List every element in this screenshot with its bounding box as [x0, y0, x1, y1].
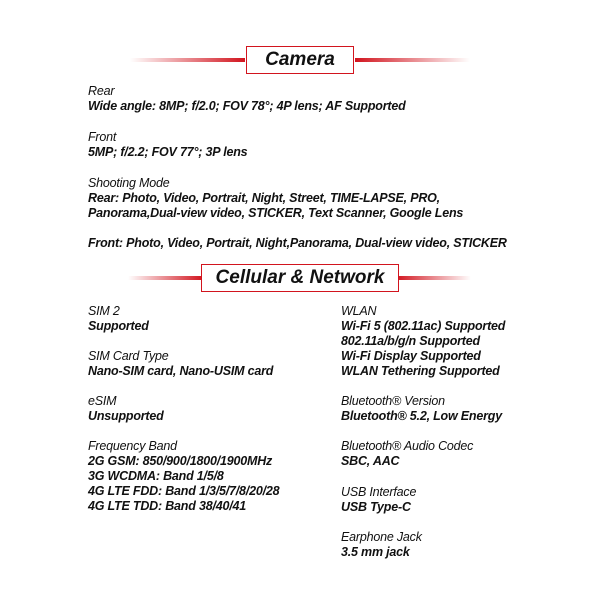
network-wlan-value-1: Wi-Fi 5 (802.11ac) Supported — [341, 319, 506, 333]
camera-shooting-front: Front: Photo, Video, Portrait, Night,Pan… — [88, 236, 507, 250]
network-header-rule-left — [128, 276, 203, 280]
network-frequency-block: Frequency Band 2G GSM: 850/900/1800/1900… — [88, 439, 280, 514]
network-bt-version-title: Bluetooth® Version — [341, 394, 445, 408]
network-usb-value: USB Type-C — [341, 500, 411, 514]
camera-shooting-title: Shooting Mode — [88, 176, 170, 190]
network-bt-version-value: Bluetooth® 5.2, Low Energy — [341, 409, 502, 423]
network-wlan-title: WLAN — [341, 304, 377, 318]
camera-section-header: Camera — [0, 44, 600, 76]
network-bt-codec-block: Bluetooth® Audio Codec SBC, AAC — [341, 439, 473, 469]
network-wlan-block: WLAN Wi-Fi 5 (802.11ac) Supported 802.11… — [341, 304, 505, 379]
network-header-rule-right — [396, 276, 471, 280]
camera-rear-title: Rear — [88, 84, 115, 98]
network-sim-type-block: SIM Card Type Nano-SIM card, Nano-USIM c… — [88, 349, 273, 379]
camera-shooting-block: Shooting Mode Rear: Photo, Video, Portra… — [88, 176, 463, 221]
camera-front-block: Front 5MP; f/2.2; FOV 77°; 3P lens — [88, 130, 248, 160]
camera-shooting-rear-line-1: Rear: Photo, Video, Portrait, Night, Str… — [88, 191, 440, 205]
network-bt-version-block: Bluetooth® Version Bluetooth® 5.2, Low E… — [341, 394, 502, 424]
camera-shooting-front-block: Front: Photo, Video, Portrait, Night,Pan… — [88, 236, 507, 251]
network-earphone-title: Earphone Jack — [341, 530, 422, 544]
camera-header-rule-right — [355, 58, 470, 62]
camera-shooting-rear-line-2: Panorama,Dual-view video, STICKER, Text … — [88, 206, 464, 220]
network-usb-block: USB Interface USB Type-C — [341, 485, 416, 515]
network-wlan-value-2: 802.11a/b/g/n Supported — [341, 334, 480, 348]
camera-rear-block: Rear Wide angle: 8MP; f/2.0; FOV 78°; 4P… — [88, 84, 406, 114]
network-usb-title: USB Interface — [341, 485, 417, 499]
camera-front-value: 5MP; f/2.2; FOV 77°; 3P lens — [88, 145, 248, 159]
network-header-title: Cellular & Network — [200, 264, 400, 292]
network-sim2-title: SIM 2 — [88, 304, 120, 318]
network-sim-type-title: SIM Card Type — [88, 349, 169, 363]
network-frequency-2g: 2G GSM: 850/900/1800/1900MHz — [88, 454, 273, 468]
network-wlan-value-4: WLAN Tethering Supported — [341, 364, 500, 378]
network-esim-value: Unsupported — [88, 409, 164, 423]
network-esim-block: eSIM Unsupported — [88, 394, 164, 424]
network-sim2-block: SIM 2 Supported — [88, 304, 149, 334]
network-earphone-block: Earphone Jack 3.5 mm jack — [341, 530, 422, 560]
camera-header-rule-left — [130, 58, 245, 62]
network-section-header: Cellular & Network — [0, 262, 600, 294]
camera-rear-value: Wide angle: 8MP; f/2.0; FOV 78°; 4P lens… — [88, 99, 406, 113]
network-frequency-3g: 3G WCDMA: Band 1/5/8 — [88, 469, 224, 483]
network-bt-codec-value: SBC, AAC — [341, 454, 400, 468]
network-bt-codec-title: Bluetooth® Audio Codec — [341, 439, 474, 453]
network-wlan-value-3: Wi-Fi Display Supported — [341, 349, 481, 363]
network-esim-title: eSIM — [88, 394, 117, 408]
network-sim2-value: Supported — [88, 319, 149, 333]
camera-front-title: Front — [88, 130, 117, 144]
network-frequency-4g-fdd: 4G LTE FDD: Band 1/3/5/7/8/20/28 — [88, 484, 280, 498]
network-frequency-title: Frequency Band — [88, 439, 177, 453]
network-earphone-value: 3.5 mm jack — [341, 545, 410, 559]
camera-header-title: Camera — [246, 46, 354, 74]
network-frequency-4g-tdd: 4G LTE TDD: Band 38/40/41 — [88, 499, 247, 513]
network-sim-type-value: Nano-SIM card, Nano-USIM card — [88, 364, 274, 378]
